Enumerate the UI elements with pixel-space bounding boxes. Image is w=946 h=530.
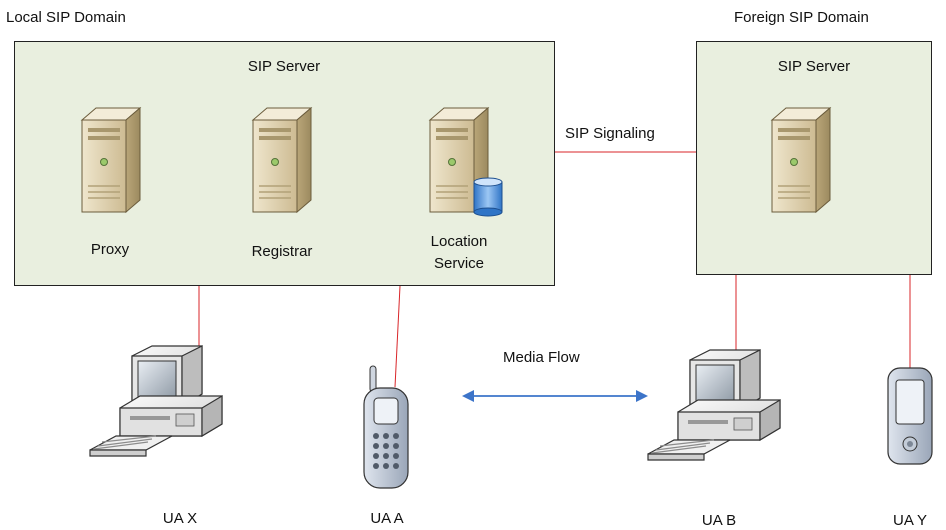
ua-b-desktop-icon: [647, 349, 781, 461]
ua-a-phone-icon: [363, 365, 409, 489]
proxy-label: Proxy: [90, 241, 130, 258]
registrar-server-icon: [252, 107, 312, 213]
media-flow-label: Media Flow: [503, 349, 580, 366]
local-domain-title: Local SIP Domain: [6, 9, 126, 26]
ua-x-label: UA X: [162, 510, 198, 527]
ua-y-pda-icon: [887, 367, 933, 465]
ua-b-label: UA B: [701, 512, 737, 529]
proxy-server-icon: [81, 107, 141, 213]
location-server-icon: [429, 107, 503, 217]
link-ua-a: [394, 285, 401, 388]
location-service-label-line1: Location: [430, 233, 488, 250]
foreign-server-icon: [771, 107, 831, 213]
foreign-domain-title: Foreign SIP Domain: [734, 9, 869, 26]
media-flow-arrow: [462, 390, 648, 402]
database-icon: [473, 177, 503, 217]
ua-y-label: UA Y: [893, 512, 927, 529]
ua-a-label: UA A: [370, 510, 404, 527]
registrar-label: Registrar: [251, 243, 313, 260]
foreign-server-title: SIP Server: [777, 58, 851, 75]
local-server-title: SIP Server: [247, 58, 321, 75]
ua-x-desktop-icon: [89, 345, 223, 457]
location-service-label-line2: Service: [433, 255, 485, 272]
sip-signaling-label: SIP Signaling: [565, 125, 655, 142]
